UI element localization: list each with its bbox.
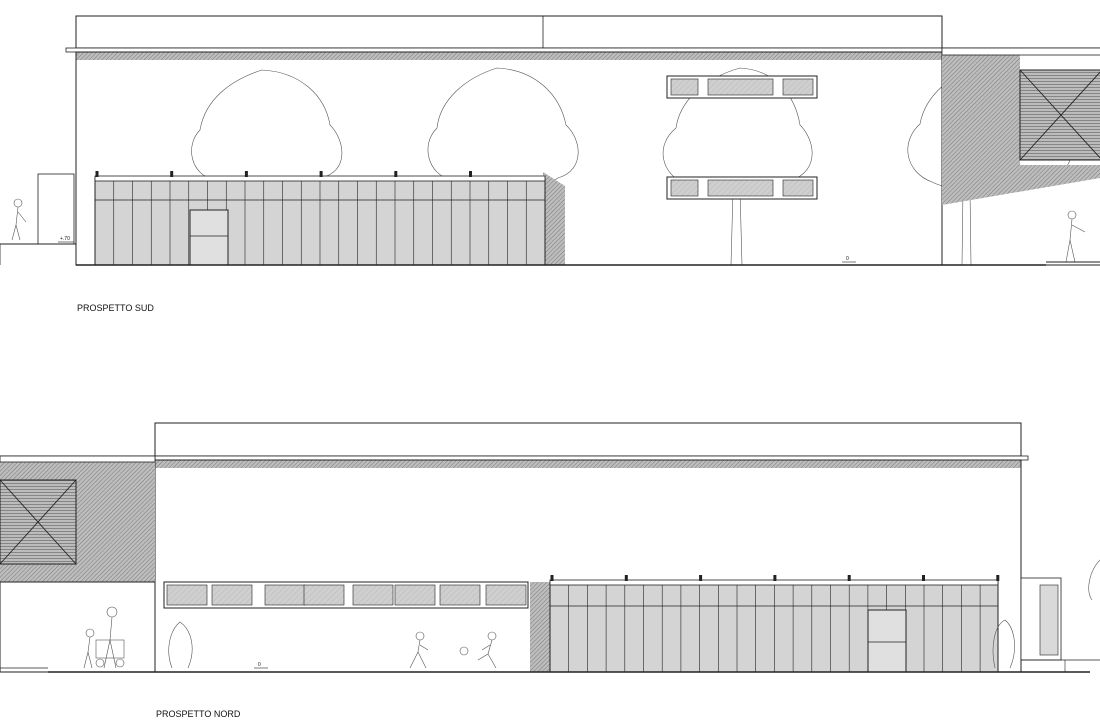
roof-post	[773, 575, 777, 581]
roof-post	[170, 171, 174, 177]
roof-post	[244, 171, 248, 177]
people-figures-north	[83, 606, 497, 669]
window-pane	[439, 584, 481, 606]
roof-post	[469, 171, 472, 177]
lower-window-band	[666, 176, 818, 200]
person-figure	[11, 198, 1086, 263]
roof-post	[95, 171, 99, 177]
ribbon-window-north	[163, 581, 529, 609]
elevation-title-south: PROSPETTO SUD	[77, 303, 154, 313]
elevation-south: +.70 0 PROSPETTO SUD	[0, 15, 1100, 313]
upper-window-band	[666, 75, 818, 99]
side-volume-north	[0, 455, 156, 673]
window-pane	[303, 584, 345, 606]
elevation-north: 0 PROSPETTO NORD	[0, 422, 1100, 719]
roof-parapet	[75, 15, 943, 49]
roof-post	[550, 575, 554, 581]
pavilion-door-north	[867, 609, 907, 673]
roof-slab	[65, 47, 943, 53]
roof-parapet-north	[154, 422, 1022, 457]
window-pane	[352, 584, 394, 606]
window-pane	[394, 584, 436, 606]
level-mark-zero-north: 0	[258, 662, 261, 668]
roof-post	[699, 575, 703, 581]
level-mark-zero-south: 0	[846, 256, 849, 262]
level-mark-plus70: +.70	[60, 236, 70, 242]
roof-post	[319, 171, 323, 177]
roof-post	[394, 171, 398, 177]
roof-slab-north	[147, 455, 1029, 461]
window-pane	[264, 584, 306, 606]
glazed-pavilion-north	[530, 575, 1000, 673]
left-annex	[37, 173, 75, 245]
roof-post	[847, 575, 851, 581]
window-pane	[485, 584, 527, 606]
roof-post	[922, 575, 925, 581]
window-pane	[166, 584, 208, 606]
elevation-title-north: PROSPETTO NORD	[156, 709, 241, 719]
glazed-pavilion-south	[94, 171, 565, 266]
pavilion-door	[189, 209, 229, 266]
roof-post	[996, 575, 1000, 581]
shrub-figures	[168, 559, 1100, 669]
window-pane	[211, 584, 253, 606]
roof-shadow-band	[76, 52, 942, 60]
roof-post	[624, 575, 628, 581]
side-volume-south	[941, 47, 1100, 266]
